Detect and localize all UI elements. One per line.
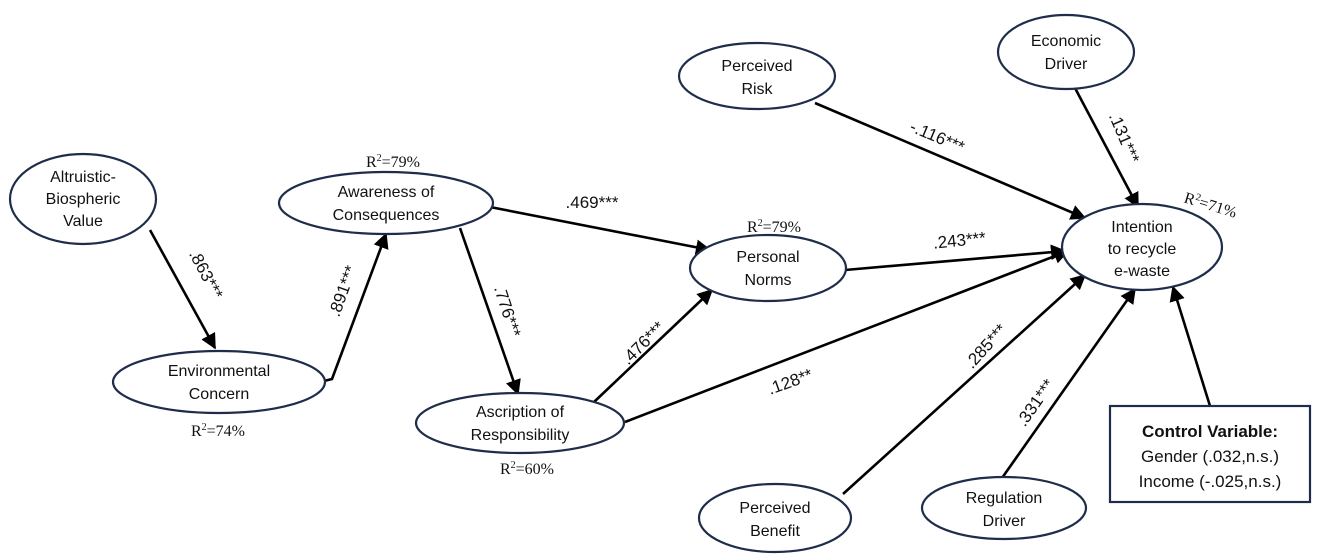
coef-pr-int: -.116*** [907,117,968,157]
node-label-line: Economic [1031,33,1101,50]
edge-ac-ar [458,227,521,396]
node-label-line: Value [63,213,103,230]
node-label-line: Driver [983,513,1026,530]
node-label-line: Personal [736,249,799,266]
node-label-line: Perceived [739,500,810,517]
node-label-line: to recycle [1108,241,1177,258]
node-regulation-driver: Regulation Driver [920,475,1088,541]
node-label-line: Altruistic- [50,169,116,186]
node-economic-driver: Economic Driver [996,13,1136,91]
edge-rd-int [1000,287,1137,479]
edge-ar-int [624,248,1070,424]
r2-environmental-concern: R2=74% [191,422,245,440]
coef-ar-int: .128** [765,365,815,399]
node-label-line: Perceived [721,58,792,75]
r2-awareness: R2=79% [366,153,420,171]
node-environmental-concern: Environmental Concern [111,349,327,415]
node-label-line: Responsibility [471,427,570,444]
edge-ed-int [1073,87,1140,209]
node-label-line: Intention [1111,219,1172,236]
node-intention-to-recycle: Intention to recycle e-waste [1060,202,1224,292]
node-label-line: Driver [1045,56,1088,73]
coef-ac-pn: .469*** [566,193,619,212]
r-squared-labels: R2=79% R2=74% R2=60% R2=79% R2=71% [191,153,1239,478]
node-awareness-of-consequences: Awareness of Consequences [277,170,495,236]
control-variable-income: Income (-.025,n.s.) [1139,472,1282,491]
node-label-line: Benefit [750,523,800,540]
node-label-line: e-waste [1114,263,1170,280]
node-personal-norms: Personal Norms [688,233,848,303]
node-label-line: Regulation [966,490,1043,507]
node-label-line: Norms [744,272,791,289]
node-label-line: Consequences [333,207,440,224]
control-variable-box: Control Variable: Gender (.032,n.s.) Inc… [1108,404,1312,504]
r2-ascription: R2=60% [500,460,554,478]
edge-pr-int [814,101,1087,220]
coef-rd-int: .331*** [1013,375,1059,430]
node-label-line: Biospheric [46,191,121,208]
edge-ar-pn [593,288,714,403]
node-perceived-risk: Perceived Risk [677,41,837,111]
node-label-line: Environmental [168,363,270,380]
path-coefficients: .863*** .891*** .469*** .776*** .476*** … [185,110,1143,430]
coef-ar-pn: .476*** [618,317,669,368]
edge-pn-int [844,244,1067,272]
edge-ac-pn [489,205,712,255]
node-label-line: Awareness of [338,184,435,201]
node-ascription-of-responsibility: Ascription of Responsibility [414,391,626,455]
control-variable-gender: Gender (.032,n.s.) [1141,447,1279,466]
node-altruistic-biospheric-value: Altruistic- Biospheric Value [8,152,158,246]
node-perceived-benefit: Perceived Benefit [697,482,853,554]
edge-pb-int [842,273,1087,495]
coef-abv-ec: .863*** [185,247,227,303]
control-variable-title: Control Variable: [1142,422,1278,441]
r2-personal-norms: R2=79% [747,218,801,236]
edge-ec-ac [323,232,389,383]
coef-ec-ac: .891*** [325,263,361,320]
node-label-line: Ascription of [476,404,565,421]
edge-abv-ec [148,229,217,350]
coef-pn-int: .243*** [932,228,987,252]
edges [148,87,1212,495]
node-label-line: Concern [189,386,249,403]
node-label-line: Risk [741,81,773,98]
edge-ctrl-int [1169,285,1212,407]
